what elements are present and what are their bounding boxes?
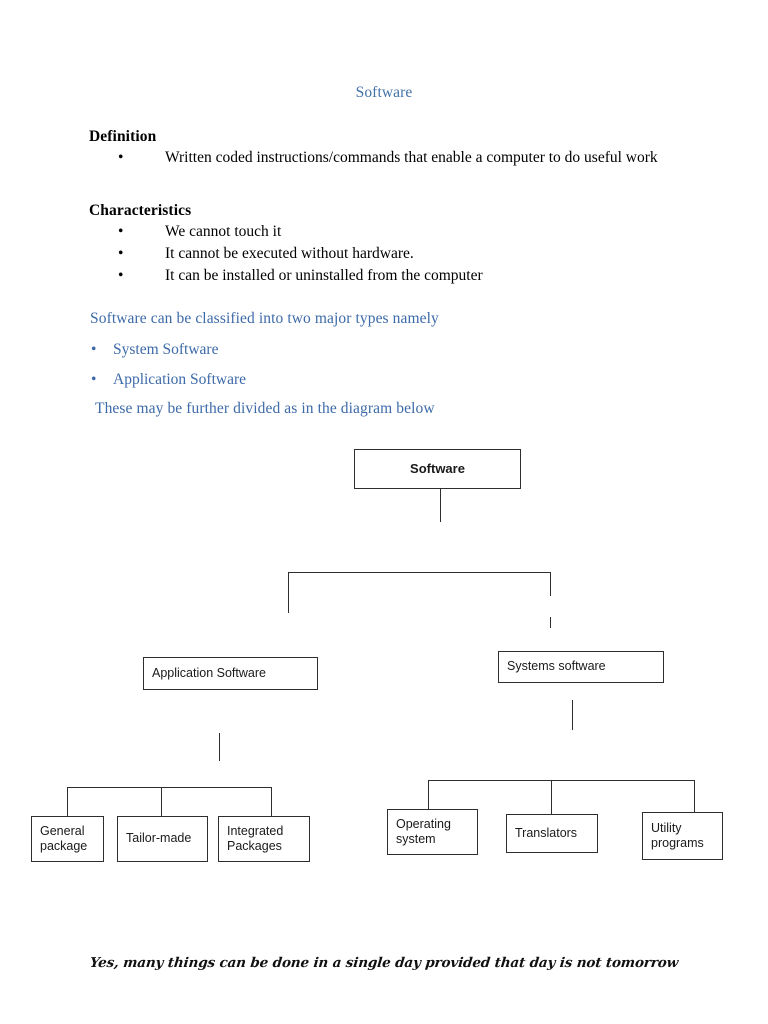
list-item: • We cannot touch it xyxy=(118,221,708,243)
connector-application-drop-2 xyxy=(161,787,162,816)
diagram-node-application-software: Application Software xyxy=(143,657,318,690)
connector-root-trunk xyxy=(440,489,441,522)
diagram-node-utility-programs: Utility programs xyxy=(642,812,723,860)
diagram-node-label: Tailor-made xyxy=(126,831,192,846)
diagram-node-tailor-made: Tailor-made xyxy=(117,816,208,862)
connector-application-drop-3 xyxy=(271,787,272,816)
diagram-node-label: Software xyxy=(410,461,465,477)
connector-systems-bar xyxy=(428,780,695,781)
connector-application-trunk xyxy=(219,733,220,761)
heading-definition: Definition xyxy=(89,128,157,145)
diagram-node-label: General package xyxy=(40,823,88,854)
diagram-node-systems-software: Systems software xyxy=(498,651,664,683)
diagram-node-general-package: General package xyxy=(31,816,104,862)
diagram-node-translators: Translators xyxy=(506,814,598,853)
diagram-node-software: Software xyxy=(354,449,521,489)
connector-level1-right-stub xyxy=(550,617,551,628)
diagram-node-label: Utility programs xyxy=(651,820,704,851)
diagram-node-label: Application Software xyxy=(152,665,266,680)
connector-level1-right-drop xyxy=(550,572,551,596)
classification-item-system-software: • System Software xyxy=(91,339,218,360)
connector-systems-drop-1 xyxy=(428,780,429,810)
connector-application-drop-1 xyxy=(67,787,68,816)
bullet-icon: • xyxy=(91,341,97,358)
classification-item-label: System Software xyxy=(113,341,219,358)
heading-characteristics: Characteristics xyxy=(89,202,192,219)
list-item-label: Written coded instructions/commands that… xyxy=(165,149,658,166)
bullet-icon: • xyxy=(118,267,124,284)
diagram-node-operating-system: Operating system xyxy=(387,809,478,855)
list-item-label: It cannot be executed without hardware. xyxy=(165,245,414,262)
diagram-node-label: Systems software xyxy=(507,659,606,674)
connector-systems-drop-2 xyxy=(551,780,552,814)
diagram-node-label: Operating system xyxy=(396,816,451,847)
bullet-icon: • xyxy=(91,371,97,388)
diagram-node-label: Integrated Packages xyxy=(227,823,284,854)
connector-application-bar xyxy=(67,787,272,788)
diagram-node-integrated-packages: Integrated Packages xyxy=(218,816,310,862)
list-item: • Written coded instructions/commands th… xyxy=(118,147,708,169)
page-title: Software xyxy=(355,84,413,101)
list-item: • It can be installed or uninstalled fro… xyxy=(118,265,708,287)
bullet-icon: • xyxy=(118,149,124,166)
classification-item-label: Application Software xyxy=(113,371,247,388)
connector-systems-drop-3 xyxy=(694,780,695,812)
classification-intro: Software can be classified into two majo… xyxy=(90,310,439,327)
diagram-node-label: Translators xyxy=(515,825,578,840)
bullet-icon: • xyxy=(118,223,124,240)
list-item-label: It can be installed or uninstalled from … xyxy=(165,267,483,284)
list-item-label: We cannot touch it xyxy=(165,223,282,240)
bullet-icon: • xyxy=(118,245,124,262)
connector-level1-left-drop xyxy=(288,572,289,613)
list-item: • It cannot be executed without hardware… xyxy=(118,243,708,265)
classification-outro: These may be further divided as in the d… xyxy=(95,400,435,417)
connector-systems-trunk xyxy=(572,700,573,730)
connector-level1-bar xyxy=(288,572,551,573)
footer-quote: Yes, many things can be done in a single… xyxy=(89,955,679,971)
classification-item-application-software: • Application Software xyxy=(91,369,246,390)
